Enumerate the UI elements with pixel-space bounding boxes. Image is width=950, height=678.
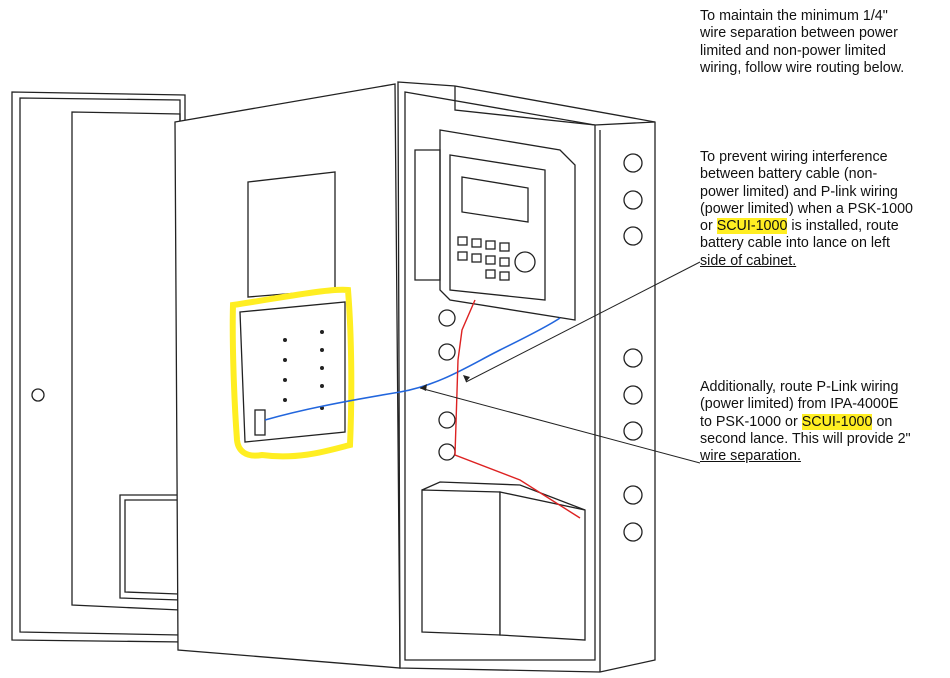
note-p-link-wiring: Additionally, route P-Link wiring (power…: [700, 379, 911, 465]
battery-wire: [454, 299, 581, 519]
keypad: [457, 236, 536, 281]
text: on: [872, 413, 893, 430]
door-lock: [31, 388, 45, 402]
note-line: To prevent wiring interference: [700, 149, 888, 165]
note-line: wiring, follow wire routing below.: [700, 59, 905, 76]
note-line: Additionally, route P-Link wiring: [700, 379, 899, 395]
board-highlight: [229, 286, 355, 460]
note-line: between battery cable (non-: [700, 166, 878, 183]
note-min-separation: To maintain the minimum 1/4" wire separa…: [700, 8, 904, 77]
note-line: (power limited) when a PSK-1000: [700, 200, 913, 217]
text: is installed, route: [787, 218, 899, 235]
note-line: second lance. This will provide 2": [700, 430, 911, 447]
note-line: power limited) and P-link wiring: [700, 183, 898, 200]
highlighted-model: SCUI-1000: [801, 413, 873, 430]
note-line: (power limited) from IPA-4000E: [700, 396, 899, 413]
battery-left: [421, 489, 501, 636]
highlighted-model: SCUI-1000: [716, 218, 788, 235]
callout-line-2: [419, 387, 701, 464]
text: to PSK-1000 or: [700, 413, 802, 430]
battery-right: [499, 491, 586, 641]
note-battery-cable: To prevent wiring interference between b…: [700, 149, 913, 270]
note-line: wire separation.: [700, 448, 801, 465]
lcd-display: [461, 176, 529, 223]
note-line: to PSK-1000 or SCUI-1000 on: [700, 413, 911, 431]
callout-line-1: [465, 261, 701, 383]
annunciator-board: [239, 301, 346, 443]
note-line: battery cable into lance on left: [700, 235, 890, 252]
note-line: side of cabinet.: [700, 252, 797, 269]
p-link-wire: [264, 317, 561, 421]
note-line: limited and non-power limited: [700, 42, 886, 59]
door-frame: [11, 91, 186, 643]
note-line: wire separation between power: [700, 25, 898, 42]
note-line: To maintain the minimum 1/4": [700, 8, 888, 24]
note-line: or SCUI-1000 is installed, route: [700, 218, 913, 235]
control-module: [439, 129, 576, 321]
text: or: [700, 218, 717, 235]
knockouts: [438, 153, 643, 542]
